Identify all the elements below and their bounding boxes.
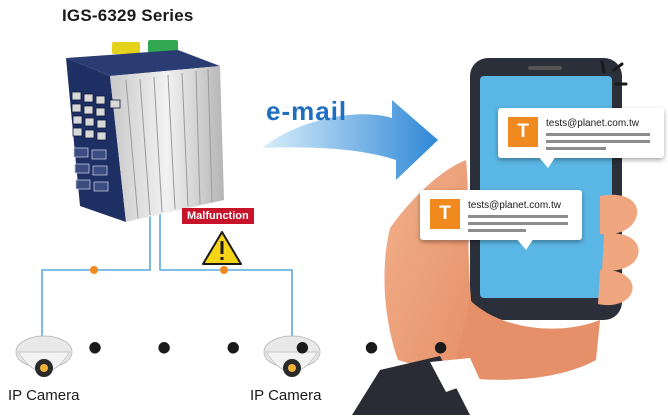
message-line bbox=[546, 147, 606, 150]
email-arrow-icon bbox=[262, 100, 438, 180]
message-line bbox=[546, 140, 650, 143]
message-line bbox=[468, 215, 568, 218]
malfunction-badge: Malfunction bbox=[182, 208, 254, 224]
smartphone-icon bbox=[470, 58, 622, 320]
email-notification-1: T tests@planet.com.tw bbox=[498, 108, 664, 168]
email-label: e-mail bbox=[266, 96, 348, 126]
notification-burst-icon bbox=[600, 60, 628, 86]
bubble-tail bbox=[538, 156, 556, 168]
sender-avatar: T bbox=[430, 199, 460, 229]
switch-device-icon bbox=[66, 40, 224, 222]
camera-label-right: IP Camera bbox=[250, 387, 322, 404]
warning-icon bbox=[202, 231, 242, 265]
message-line bbox=[468, 229, 526, 232]
link-line-left bbox=[41, 212, 151, 338]
camera-ellipsis: • • • • • • bbox=[88, 326, 470, 370]
network-links bbox=[41, 212, 293, 338]
sender-avatar: T bbox=[508, 117, 538, 147]
product-title: IGS-6329 Series bbox=[62, 6, 194, 25]
ip-camera-right-icon bbox=[263, 335, 321, 377]
camera-label-left: IP Camera bbox=[8, 387, 80, 404]
sender-address: tests@planet.com.tw bbox=[468, 200, 561, 211]
email-notification-2: T tests@planet.com.tw bbox=[420, 190, 582, 250]
link-line-right bbox=[159, 212, 293, 338]
link-connector-right bbox=[220, 266, 228, 274]
message-line bbox=[468, 222, 568, 225]
link-connector-left bbox=[90, 266, 98, 274]
message-line bbox=[546, 133, 650, 136]
bubble-tail bbox=[516, 238, 534, 250]
sender-address: tests@planet.com.tw bbox=[546, 118, 639, 129]
ip-camera-left-icon bbox=[15, 335, 73, 377]
